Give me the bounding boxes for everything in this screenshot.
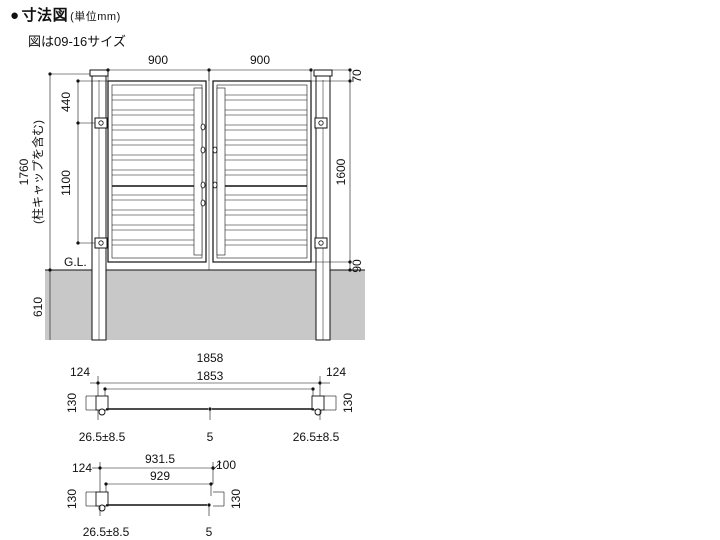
dim-plan-left-depth: 130 [65, 393, 79, 413]
left-door-slats [112, 94, 202, 246]
dim-plan-right-post: 124 [326, 365, 346, 379]
left-door-panel [107, 80, 207, 263]
dim-plan-center-gap: 5 [207, 430, 214, 444]
hinge-bracket [314, 117, 328, 129]
dim-plan-inner: 1853 [197, 369, 224, 383]
dim-hinge-spacing: 1100 [59, 170, 73, 196]
dim-right-door-width: 900 [250, 53, 270, 67]
dim-left-door-width: 900 [148, 53, 168, 67]
dim-plan-left-offset: 26.5±8.5 [79, 430, 126, 444]
dim-door-height: 1600 [334, 158, 348, 185]
dim-plan-right-depth: 130 [341, 393, 355, 413]
size-note: 図は09-16サイズ [28, 34, 126, 49]
dim-plan-right-offset: 26.5±8.5 [293, 430, 340, 444]
dim-ground-clearance: 90 [350, 259, 364, 273]
hinge-bracket [314, 237, 328, 249]
center-latch [200, 123, 218, 207]
dim-total-height: 1760 [17, 158, 31, 185]
dim-single-inner: 929 [150, 469, 170, 483]
dim-plan-left-post: 124 [70, 365, 90, 379]
hinge-bracket [94, 117, 108, 129]
dim-upper-hinge: 440 [59, 92, 73, 112]
dim-single-left-depth: 130 [65, 489, 79, 509]
plan-view-single: 931.5 929 124 100 130 130 26.5±8.5 5 [65, 452, 243, 539]
dim-single-left-post: 124 [72, 461, 92, 475]
title-text: 寸法図 [21, 7, 69, 24]
right-door-panel [212, 80, 312, 263]
dim-embed-depth: 610 [31, 297, 45, 317]
dim-single-left-offset: 26.5±8.5 [83, 525, 130, 539]
bullet-icon: ● [10, 7, 20, 24]
dim-single-right-note: 100 [216, 458, 236, 472]
dim-single-end-gap: 5 [206, 525, 213, 539]
elevation-view: 900 900 440 1100 1760 (柱キャップを含む) 610 G.L… [17, 53, 365, 341]
dim-total-height-note: (柱キャップを含む) [30, 120, 45, 224]
hinge-bracket [94, 237, 108, 249]
dim-single-overall: 931.5 [145, 452, 175, 466]
ground-line-label: G.L. [64, 255, 87, 269]
right-door-slats [217, 94, 307, 246]
header: ● 寸法図 (単位mm) 図は09-16サイズ [10, 4, 126, 50]
plan-view-double: 1858 1853 124 124 130 130 26.5±8.5 5 26.… [65, 351, 355, 444]
page-title: ● 寸法図 (単位mm) [10, 4, 126, 25]
dim-single-right-depth: 130 [229, 489, 243, 509]
dim-plan-overall: 1858 [197, 351, 224, 365]
dim-cap-offset: 70 [350, 69, 364, 83]
unit-note: (単位mm) [70, 11, 121, 23]
